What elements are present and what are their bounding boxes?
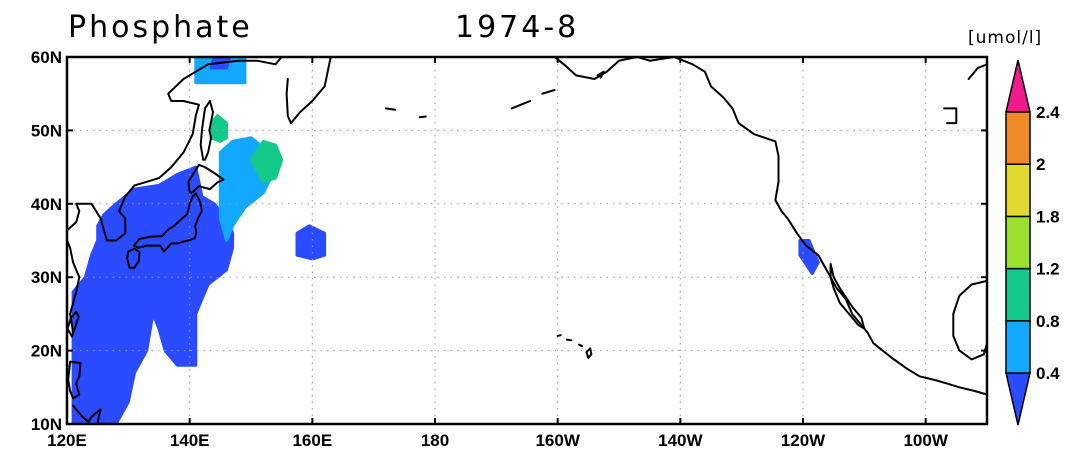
colorbar-box <box>1005 163 1031 218</box>
coastline-hawaii-2 <box>578 343 584 348</box>
field-east-of-japan-patch <box>295 224 327 261</box>
x-tick-label: 160W <box>535 431 580 450</box>
coastline-hawaii-3 <box>565 338 573 342</box>
coastline-honshu <box>132 192 203 253</box>
colorbar-box <box>1005 320 1031 374</box>
coastline-aleutian-3 <box>510 100 532 110</box>
colorbar-label: 0.4 <box>1036 364 1060 383</box>
coastline-sakhalin <box>199 100 214 161</box>
y-tick-label: 50N <box>31 121 62 140</box>
x-tick-label: 180 <box>421 431 449 450</box>
coastline-aleutian-1 <box>384 107 397 111</box>
colorbar-label: 2 <box>1036 155 1045 174</box>
colorbar-box <box>1005 267 1031 322</box>
axis-ticks: 120E 140E 160E 180 160W 140W 120W 100W 10N 20N 30N… <box>31 48 987 450</box>
coastline-aleutian-4 <box>541 89 556 95</box>
map-frame <box>65 55 989 426</box>
coastline-kyushu <box>126 247 141 269</box>
x-tick-label: 140E <box>170 431 210 450</box>
coastline-hawaii-4 <box>556 334 562 337</box>
x-tick-label: 160E <box>292 431 332 450</box>
y-tick-label: 30N <box>31 268 62 287</box>
colorbar-box <box>1005 215 1031 270</box>
contour-fields <box>71 57 820 424</box>
coastline-luzon <box>67 360 82 400</box>
field-kuril-high <box>249 139 284 184</box>
x-tick-label: 120E <box>47 431 87 450</box>
coastline-baja-california <box>829 263 866 330</box>
colorbar-label: 0.8 <box>1036 312 1060 331</box>
x-tick-label: 100W <box>903 431 948 450</box>
y-tick-label: 10N <box>31 415 62 434</box>
coastline-kamchatka <box>285 57 332 125</box>
coastline-kodiak <box>596 70 605 79</box>
coastline-asia-coast <box>67 57 283 334</box>
coastlines <box>67 57 987 423</box>
coastline-hudson-bay <box>967 63 987 80</box>
colorbar-max-arrow <box>1005 59 1031 113</box>
coastline-hokkaido <box>187 163 225 194</box>
y-tick-label: 20N <box>31 342 62 361</box>
map-title-variable: Phosphate <box>68 10 253 45</box>
coastline-hawaii-1 <box>585 347 593 359</box>
x-tick-label: 140W <box>658 431 703 450</box>
coastline-arctic-islands <box>943 107 958 125</box>
colorbar-label: 1.8 <box>1036 207 1060 226</box>
coastline-gulf-of-mexico <box>952 279 987 361</box>
x-tick-label: 120W <box>781 431 826 450</box>
colorbar-box <box>1005 111 1031 165</box>
y-tick-label: 40N <box>31 195 62 214</box>
colorbar: 0.4 0.8 1.2 1.8 2 2.4 <box>1005 59 1060 426</box>
colorbar-label: 2.4 <box>1036 103 1060 122</box>
colorbar-units: [umol/l] <box>968 28 1043 48</box>
field-gulf-of-alaska-high-spot <box>209 114 228 143</box>
coastline-north-america-coast <box>552 57 987 396</box>
colorbar-min-arrow <box>1005 372 1031 426</box>
colorbar-label: 1.2 <box>1036 260 1060 279</box>
map-title-date: 1974-8 <box>455 10 580 45</box>
coastline-philippines-south <box>72 404 102 423</box>
coastline-aleutian-2 <box>418 115 427 119</box>
y-tick-label: 60N <box>31 48 62 67</box>
coastline-taiwan <box>67 310 80 338</box>
field-west-pacific-low <box>71 165 235 424</box>
